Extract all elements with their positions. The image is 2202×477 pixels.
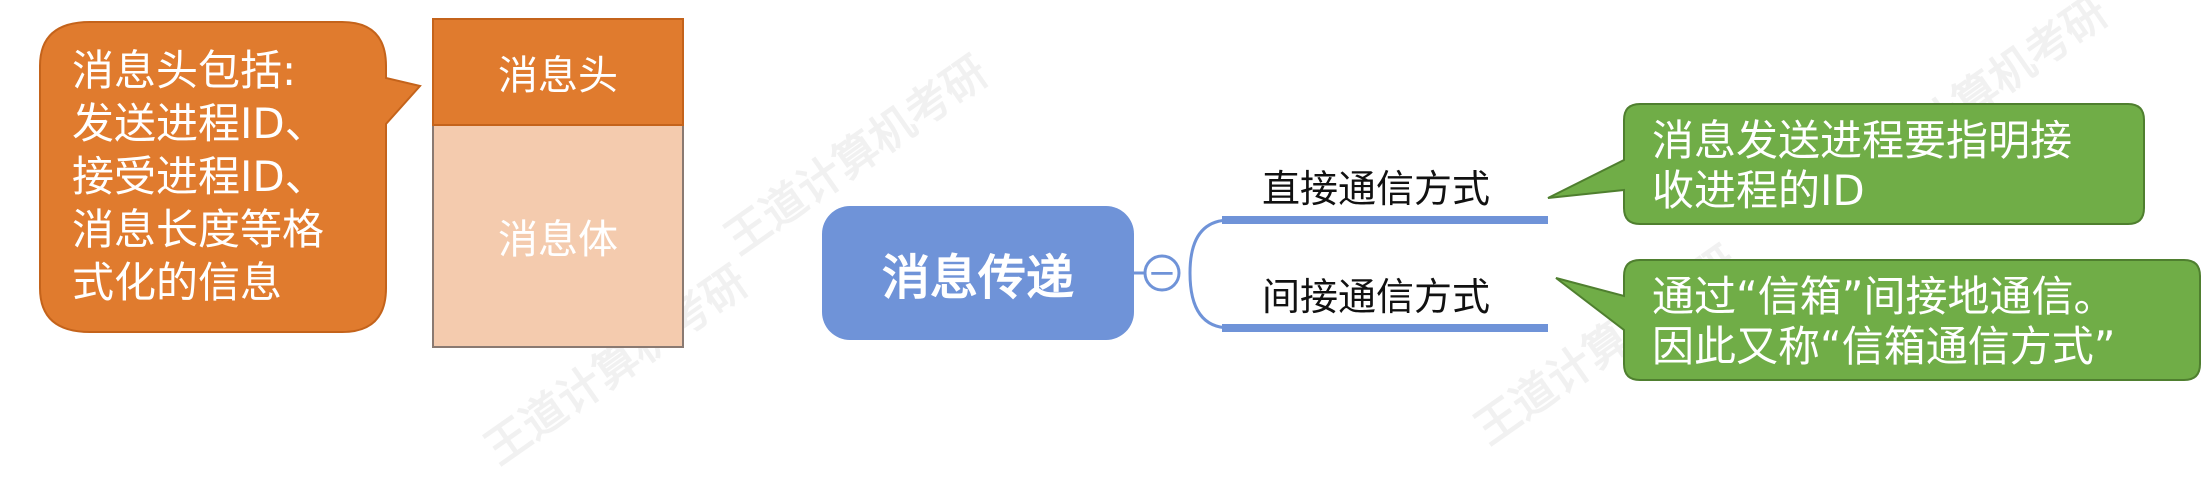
- callout-line: 消息头包括:: [72, 46, 297, 95]
- note-line: 收进程的ID: [1652, 166, 1865, 215]
- note-line: 消息发送进程要指明接: [1652, 116, 2073, 165]
- note-bubble-direct: [1547, 103, 2145, 225]
- note-indirect: 通过“信箱”间接地通信。 因此又称“信箱通信方式”: [1630, 262, 2198, 380]
- note-line: 通过“信箱”间接地通信。: [1652, 272, 2116, 321]
- callout-shape: [39, 21, 422, 333]
- mindmap-connectors: [1134, 103, 2201, 381]
- message-body-block: 消息体: [432, 126, 684, 348]
- branch-label-indirect: 间接通信方式: [1262, 275, 1491, 319]
- message-header-block: 消息头: [432, 18, 684, 126]
- callout-line: 式化的信息: [72, 258, 283, 307]
- root-node: 消息传递: [822, 206, 1134, 340]
- note-line: 因此又称“信箱通信方式”: [1652, 322, 2116, 371]
- collapse-button[interactable]: −: [1147, 253, 1177, 293]
- collapse-button-circle: [1143, 254, 1181, 292]
- branch-label-direct: 直接通信方式: [1262, 167, 1491, 211]
- callout-line: 消息长度等格: [72, 205, 325, 254]
- callout-line: 接受进程ID、: [72, 152, 327, 201]
- note-direct: 消息发送进程要指明接 收进程的ID: [1630, 106, 2140, 224]
- note-bubble-indirect: [1555, 259, 2201, 381]
- callout-line: 发送进程ID、: [72, 99, 327, 148]
- message-header-callout: 消息头包括: 发送进程ID、 接受进程ID、 消息长度等格 式化的信息: [72, 44, 372, 309]
